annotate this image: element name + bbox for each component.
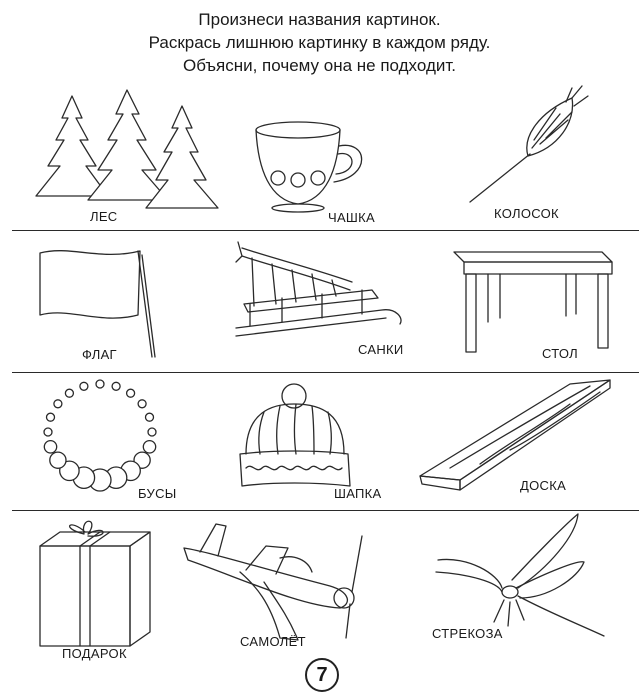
instruction-line-2: Раскрась лишнюю картинку в каждом ряду. (148, 33, 491, 52)
bead (148, 428, 156, 436)
item-wheat[interactable]: КОЛОСОК (460, 92, 630, 228)
item-forest[interactable]: ЛЕС (22, 88, 212, 228)
item-label: ДОСКА (520, 478, 567, 493)
bead (127, 389, 135, 397)
page-number: 7 (305, 658, 339, 692)
bead (44, 441, 56, 453)
forest-icon (22, 88, 212, 228)
item-label: СТРЕКОЗА (432, 626, 503, 641)
item-label: БУСЫ (138, 486, 177, 501)
bead (80, 382, 88, 390)
row-divider (12, 510, 639, 511)
bead (54, 400, 62, 408)
item-sled[interactable]: САНКИ (232, 238, 412, 368)
bead (146, 413, 154, 421)
hat-icon (236, 382, 386, 502)
bead (47, 413, 55, 421)
bead (96, 380, 104, 388)
item-board[interactable]: ДОСКА (420, 380, 620, 502)
item-label: ШАПКА (334, 486, 382, 501)
item-table[interactable]: СТОЛ (448, 242, 628, 368)
bead (60, 461, 79, 480)
item-beads[interactable]: БУСЫ (38, 382, 188, 502)
item-label: КОЛОСОК (494, 206, 559, 221)
airplane-icon (180, 512, 370, 642)
item-hat[interactable]: ШАПКА (236, 382, 386, 502)
item-gift[interactable]: ПОДАРОК (40, 518, 180, 668)
item-cup[interactable]: ЧАШКА (248, 120, 378, 230)
item-label: ФЛАГ (82, 347, 117, 362)
bead (44, 428, 52, 436)
instructions: Произнеси названия картинок. Раскрась ли… (0, 8, 639, 77)
bead (65, 389, 73, 397)
bead (138, 400, 146, 408)
dragonfly-icon (428, 512, 618, 642)
flag-icon (30, 245, 180, 370)
instruction-line-3: Объясни, почему она не подходит. (183, 56, 456, 75)
item-dragonfly[interactable]: СТРЕКОЗА (428, 512, 618, 652)
row-divider (12, 230, 639, 231)
item-label: СТОЛ (542, 346, 579, 361)
bead (50, 452, 66, 468)
table-icon (448, 242, 628, 352)
item-label: САНКИ (358, 342, 404, 357)
item-airplane[interactable]: САМОЛЁТ (180, 512, 370, 662)
wheat-ear-icon (460, 92, 630, 212)
item-label: ПОДАРОК (62, 646, 127, 661)
instruction-line-1: Произнеси названия картинок. (198, 10, 441, 29)
item-label: ЧАШКА (328, 210, 375, 225)
sled-icon (232, 238, 412, 358)
board-icon (420, 380, 620, 500)
beads-icon (38, 382, 188, 502)
cup-icon (248, 120, 378, 220)
row-divider (12, 372, 639, 373)
gift-icon (40, 518, 180, 648)
item-label: САМОЛЁТ (240, 634, 306, 649)
item-label: ЛЕС (90, 209, 118, 224)
bead (112, 382, 120, 390)
item-flag[interactable]: ФЛАГ (30, 245, 180, 370)
bead (143, 441, 155, 453)
